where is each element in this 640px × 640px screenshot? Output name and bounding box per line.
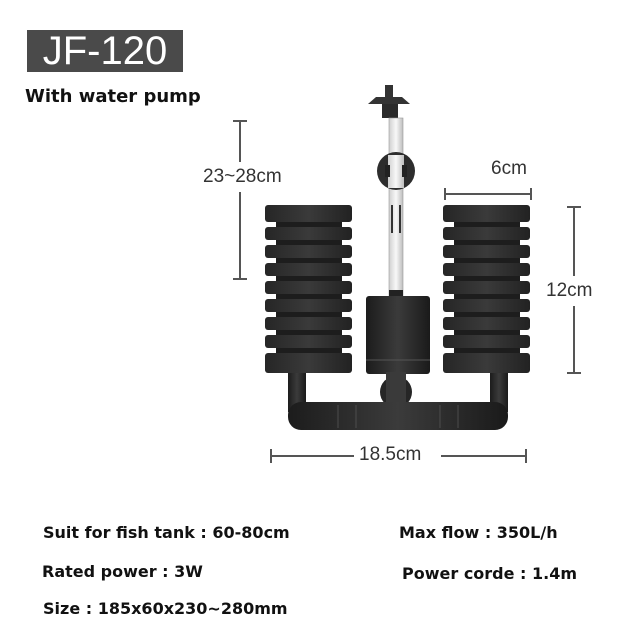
base-width-label: 18.5cm (359, 444, 422, 465)
sponge-width-label: 6cm (491, 158, 527, 179)
dimension-cap (530, 188, 532, 200)
pump-head (368, 85, 410, 118)
left-sponge (265, 205, 352, 373)
dimension-cap (233, 278, 247, 280)
height-label: 23~28cm (203, 166, 282, 187)
spec-rated-power: Rated power : 3W (42, 562, 203, 581)
spec-power-cord: Power corde : 1.4m (402, 564, 578, 583)
spec-tank-size: Suit for fish tank : 60-80cm (43, 523, 290, 542)
dimension-line (239, 192, 241, 278)
dimension-line (270, 455, 354, 457)
dimension-line (444, 193, 531, 195)
dimension-cap (444, 188, 446, 200)
right-sponge (443, 205, 530, 373)
dimension-line (441, 455, 527, 457)
dimension-cap (567, 372, 581, 374)
spec-max-flow: Max flow : 350L/h (399, 523, 558, 542)
spec-size: Size : 185x60x230~280mm (43, 599, 288, 618)
dimension-cap (525, 449, 527, 463)
dimension-line (573, 206, 575, 276)
dimension-line (573, 306, 575, 372)
model-badge: JF-120 (27, 30, 183, 72)
dimension-line (239, 120, 241, 162)
sponge-height-label: 12cm (546, 280, 593, 301)
subtitle: With water pump (25, 86, 201, 107)
